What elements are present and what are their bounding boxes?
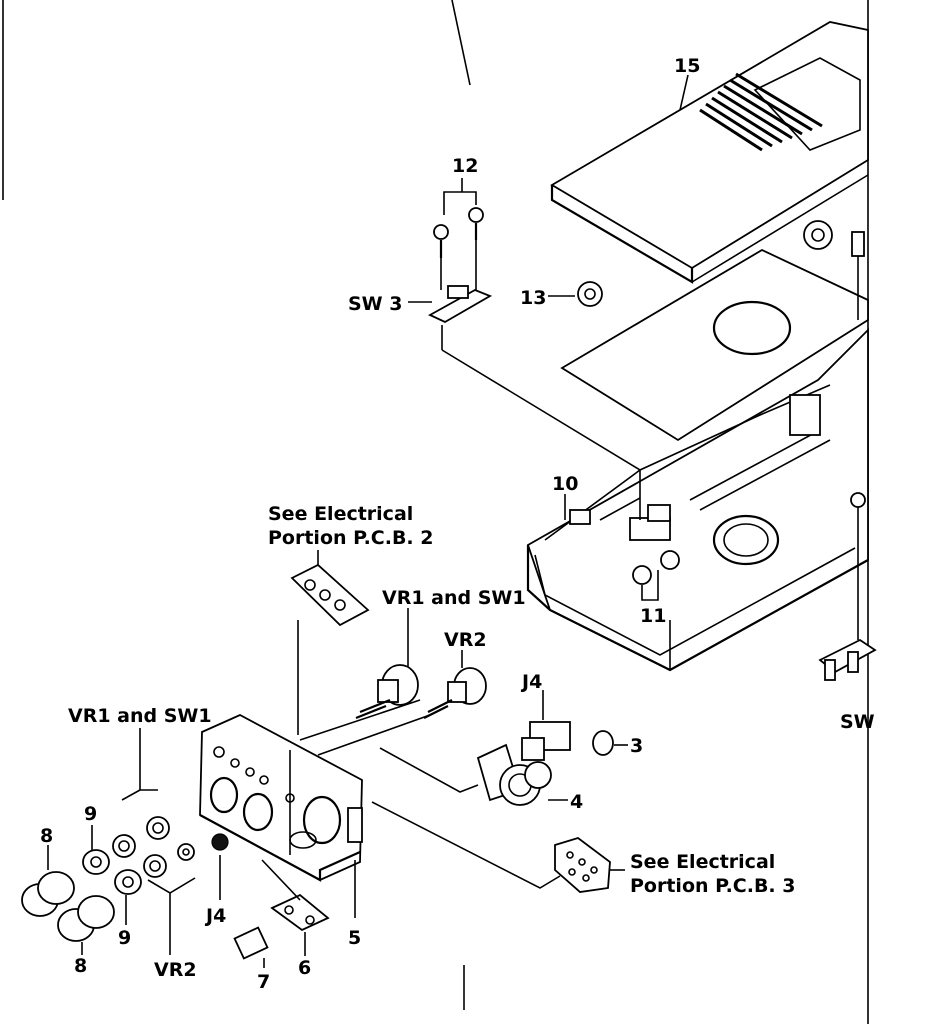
front-panel-part-5 xyxy=(199,713,363,918)
label-vr1-sw1-right: VR1 and SW1 xyxy=(382,587,526,609)
shaft-line-vr2 xyxy=(317,714,431,756)
label-vr2-bottom: VR2 xyxy=(154,959,197,981)
scan-mark-top xyxy=(451,0,471,86)
label-6: 6 xyxy=(298,957,311,979)
label-vr1-sw1-left: VR1 and SW1 xyxy=(68,705,212,727)
leader-11 xyxy=(641,570,659,601)
pcb3-connect-line xyxy=(371,801,561,889)
slide-switch-sw3 xyxy=(408,285,641,520)
label-9-top: 9 xyxy=(84,803,97,825)
label-15: 15 xyxy=(674,55,700,77)
potentiometer-vr2 xyxy=(423,650,487,719)
nut-part-13 xyxy=(548,281,603,307)
label-8-top: 8 xyxy=(40,825,53,847)
main-case xyxy=(526,327,869,672)
chassis-plate xyxy=(560,248,869,442)
label-j4-top: J4 xyxy=(520,671,542,693)
label-see-pcb3-line1: See Electrical xyxy=(630,851,775,873)
potentiometer-vr1-sw1 xyxy=(355,608,419,720)
label-see-pcb2-line2: Portion P.C.B. 2 xyxy=(268,527,434,549)
bracket-part-6 xyxy=(261,859,330,956)
label-13: 13 xyxy=(520,287,546,309)
jack-j4 xyxy=(521,690,571,761)
washers-part-9 xyxy=(82,825,142,925)
label-8-bottom: 8 xyxy=(74,955,87,977)
label-j4-bottom: J4 xyxy=(204,905,226,927)
label-3: 3 xyxy=(630,735,643,757)
label-vr2-top: VR2 xyxy=(444,629,487,651)
label-see-pcb2-line1: See Electrical xyxy=(268,503,413,525)
j4-connect-line xyxy=(379,747,479,793)
top-cover-part-15 xyxy=(550,21,869,284)
pcb-2-board xyxy=(290,550,370,735)
shaft-line-vr1 xyxy=(299,699,421,741)
label-12: 12 xyxy=(452,155,478,177)
label-5: 5 xyxy=(348,927,361,949)
leader-15 xyxy=(679,74,689,111)
label-7: 7 xyxy=(257,971,270,993)
knob-cap-part-7 xyxy=(233,926,269,968)
label-sw-edge: SW xyxy=(840,711,875,733)
label-sw3: SW 3 xyxy=(348,293,402,315)
jack-assembly-part-4 xyxy=(476,743,568,806)
label-10: 10 xyxy=(552,473,578,495)
right-side-fasteners xyxy=(803,220,877,681)
knobs-part-8 xyxy=(21,845,115,955)
label-11: 11 xyxy=(640,605,666,627)
clip-part-3 xyxy=(592,730,628,756)
screws-part-12 xyxy=(433,178,484,290)
label-4: 4 xyxy=(570,791,583,813)
label-9-bottom: 9 xyxy=(118,927,131,949)
nuts-left xyxy=(112,728,229,955)
pcb-3-board xyxy=(554,837,625,893)
label-see-pcb3-line2: Portion P.C.B. 3 xyxy=(630,875,796,897)
